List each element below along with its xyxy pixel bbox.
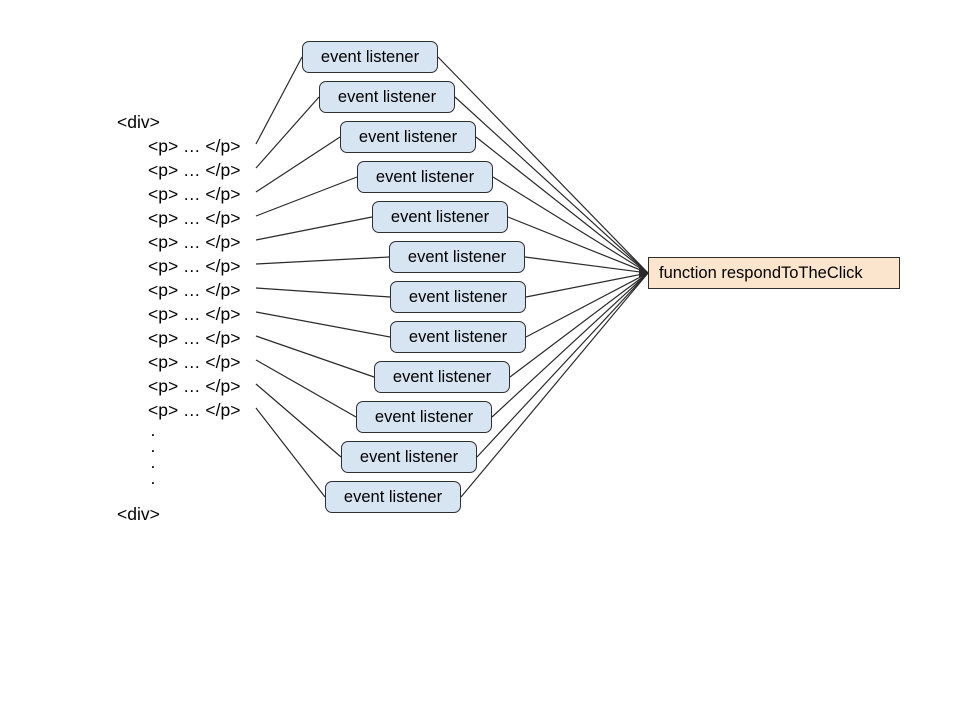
code-line-paragraph: <p> … </p> [148,376,241,396]
code-line-paragraph: <p> … </p> [148,184,241,204]
event-listener-label: event listener [320,47,420,66]
event-listener-box[interactable]: event listener [372,201,508,233]
event-listener-label: event listener [375,167,475,186]
code-line-paragraph: <p> … </p> [148,352,241,372]
code-line-paragraph: <p> … </p> [148,160,241,180]
wire-listener-to-handler [525,272,649,298]
code-line-paragraph: <p> … </p> [148,280,241,300]
event-listener-label: event listener [408,327,508,346]
event-listener-box[interactable]: event listener [341,441,477,473]
wire-listener-to-handler [524,256,649,274]
handler-function-label: function respondToTheClick [659,263,863,282]
code-line-paragraph: <p> … </p> [148,232,241,252]
code-line-paragraph: <p> … </p> [148,328,241,348]
event-listener-label: event listener [390,207,490,226]
code-line-ellipsis-dot: · [150,440,156,460]
wire-listener-to-handler [525,272,649,338]
event-listener-label: event listener [359,447,459,466]
event-listener-box[interactable]: event listener [374,361,510,393]
arrowhead-icon [639,268,648,278]
event-listener-box[interactable]: event listener [325,481,461,513]
event-listener-label: event listener [392,367,492,386]
code-line-paragraph: <p> … </p> [148,400,241,420]
code-line-div-tag: <div> [117,112,160,132]
code-line-div-tag: <div> [117,504,160,524]
event-listener-label: event listener [374,407,474,426]
wire-listener-to-handler [509,272,649,378]
html-code-listing: <div> <p> … </p> <p> … </p> <p> … </p> <p> …… [0,0,300,540]
code-line-paragraph: <p> … </p> [148,256,241,276]
event-listener-label: event listener [358,127,458,146]
event-listener-box[interactable]: event listener [390,281,526,313]
event-listener-box[interactable]: event listener [340,121,476,153]
event-listener-label: event listener [408,287,508,306]
event-listener-label: event listener [337,87,437,106]
event-listener-box[interactable]: event listener [389,241,525,273]
handler-function-box[interactable]: function respondToTheClick [648,257,900,289]
event-listener-box[interactable]: event listener [302,41,438,73]
code-line-ellipsis-dot: · [150,424,156,444]
event-listener-box[interactable]: event listener [390,321,526,353]
event-listener-box[interactable]: event listener [319,81,455,113]
event-listener-label: event listener [343,487,443,506]
code-line-paragraph: <p> … </p> [148,304,241,324]
code-line-paragraph: <p> … </p> [148,136,241,156]
event-listener-label: event listener [407,247,507,266]
wire-listener-to-handler [507,216,649,274]
event-listener-box[interactable]: event listener [357,161,493,193]
event-listener-box[interactable]: event listener [356,401,492,433]
code-line-paragraph: <p> … </p> [148,208,241,228]
code-line-ellipsis-dot: · [150,472,156,492]
code-line-ellipsis-dot: · [150,456,156,476]
